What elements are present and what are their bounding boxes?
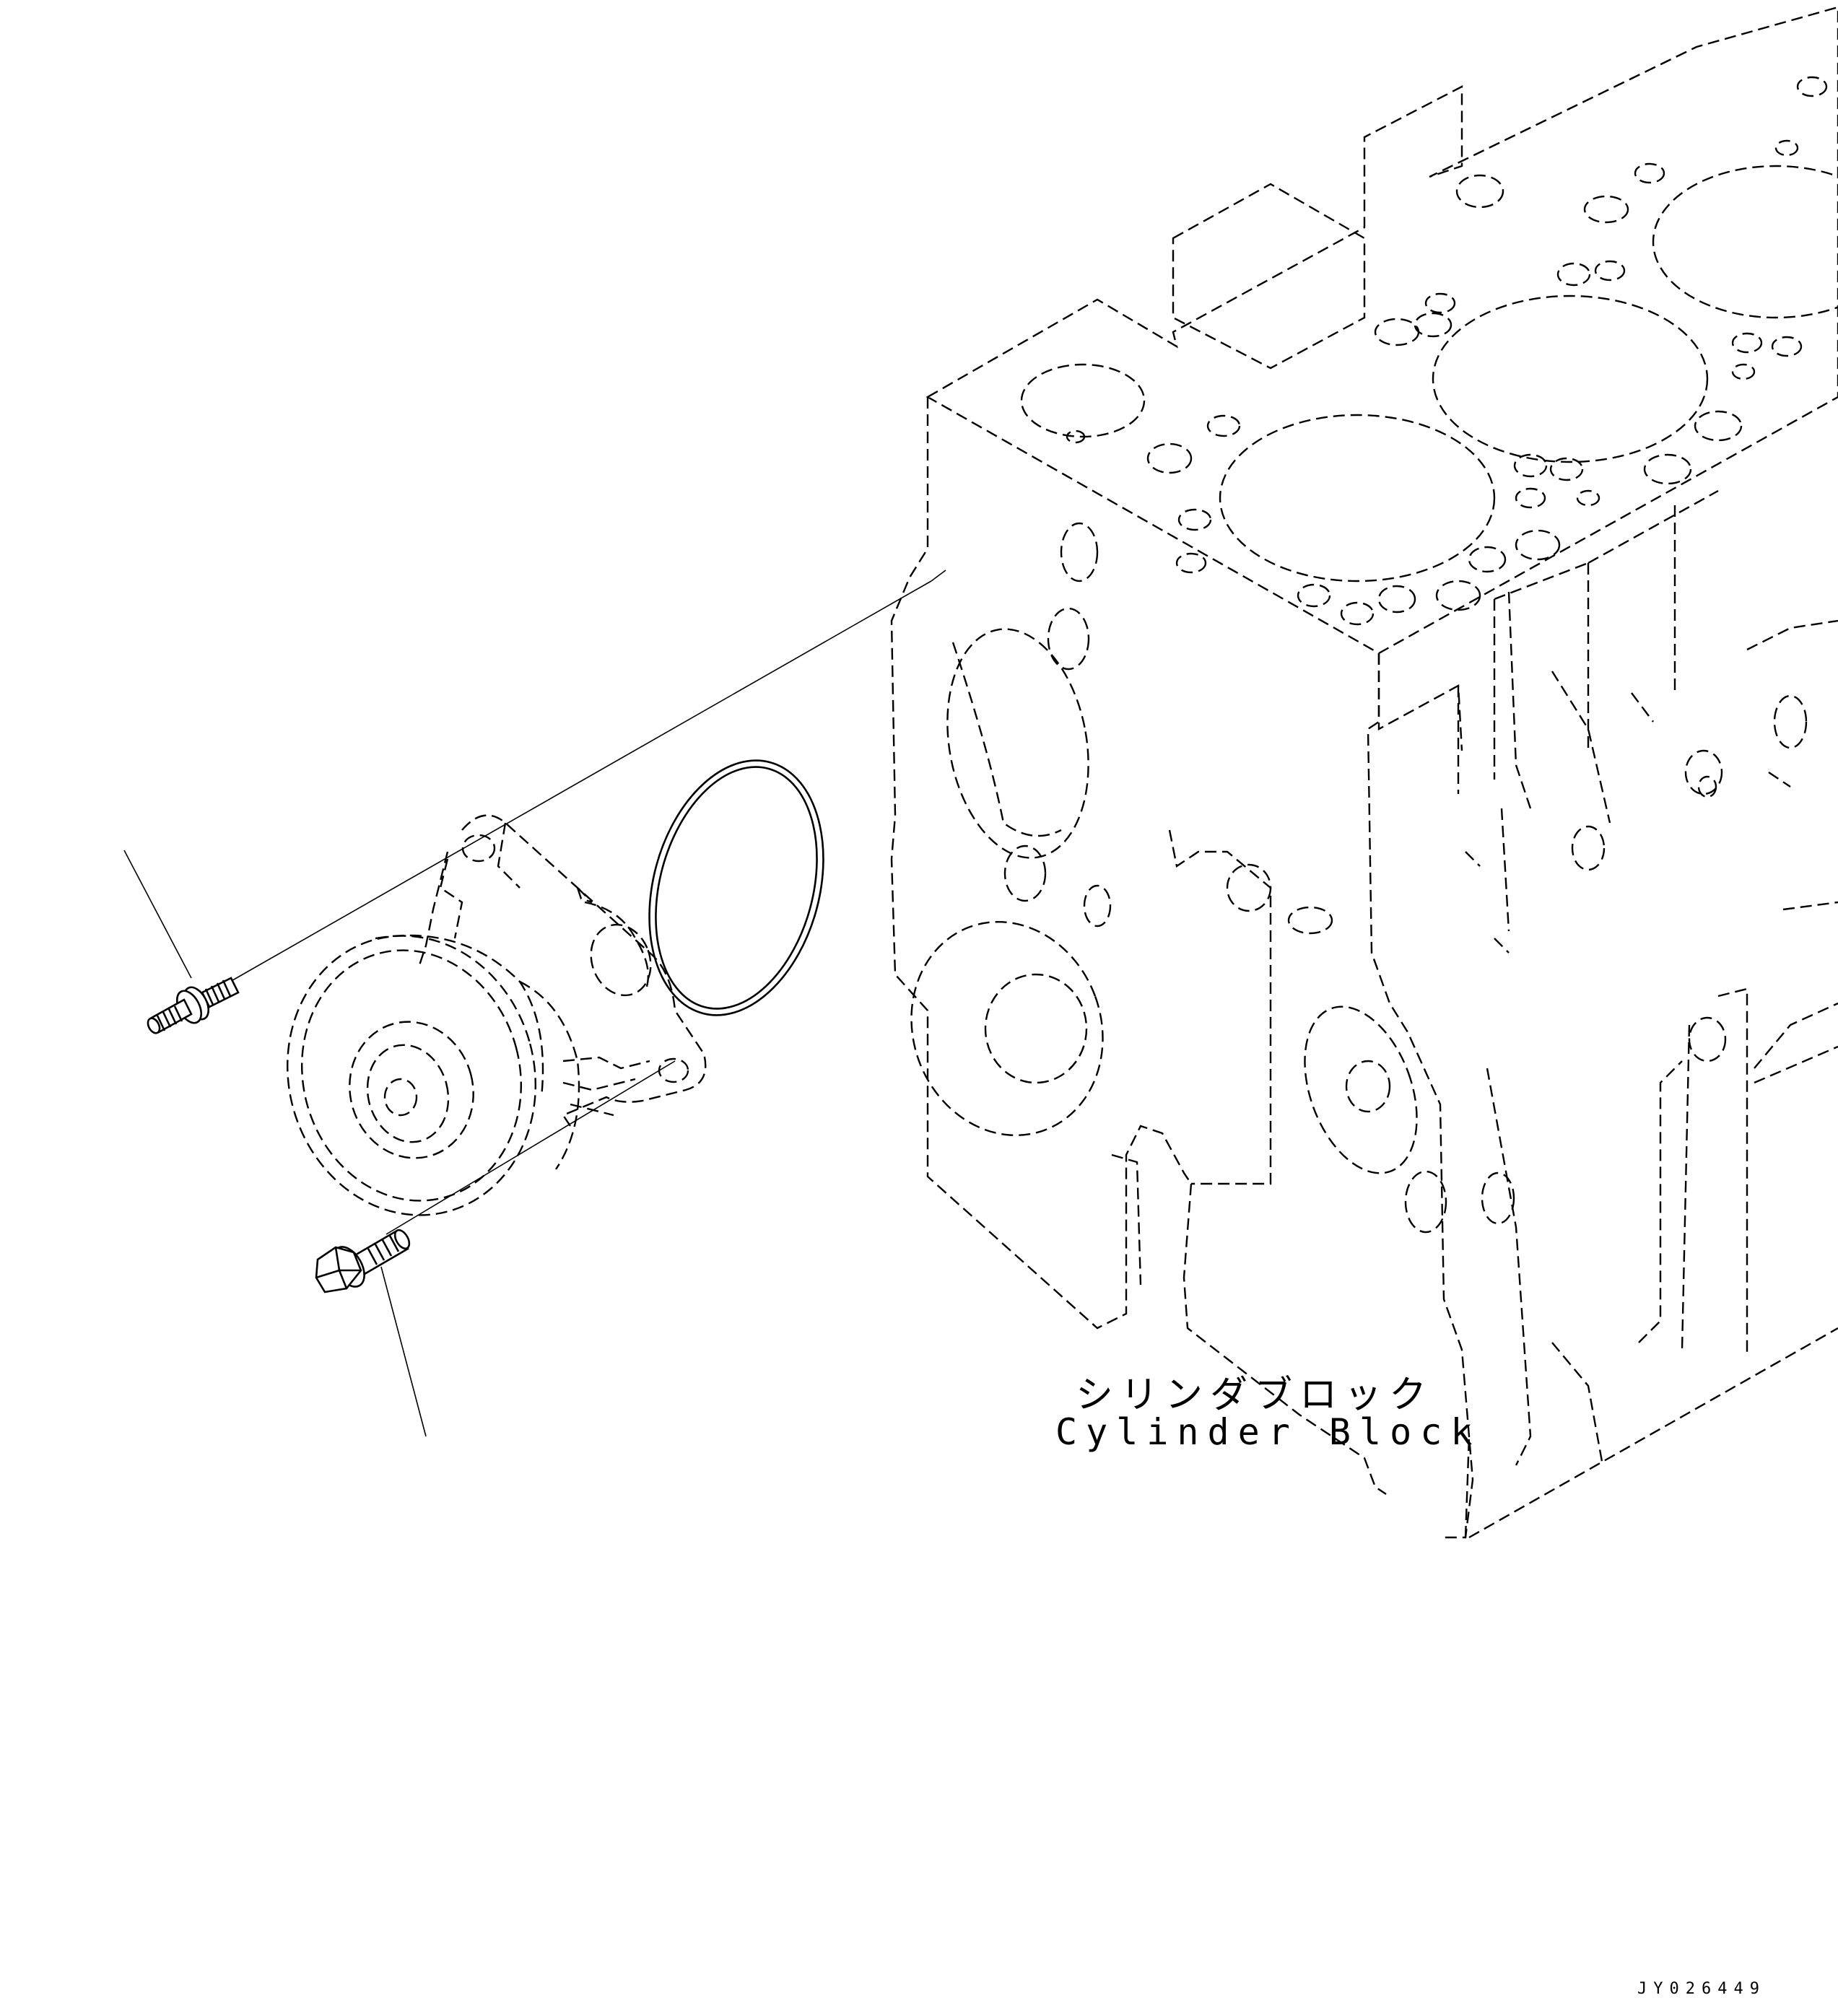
cylinder-block-label-jp: シリンダブロック (1076, 1374, 1434, 1417)
cylinder-block-label-en: Cylinder Block (1055, 1411, 1481, 1453)
flange-bolt-lower (315, 1229, 427, 1437)
water-pump (287, 814, 707, 1216)
alignment-lines (223, 570, 946, 1235)
drawing-id: JY026449 (1637, 1980, 1766, 1998)
cylinder-block (890, 6, 1838, 1539)
stud-bolt-upper (123, 850, 240, 1034)
o-ring-seal (648, 759, 824, 1016)
